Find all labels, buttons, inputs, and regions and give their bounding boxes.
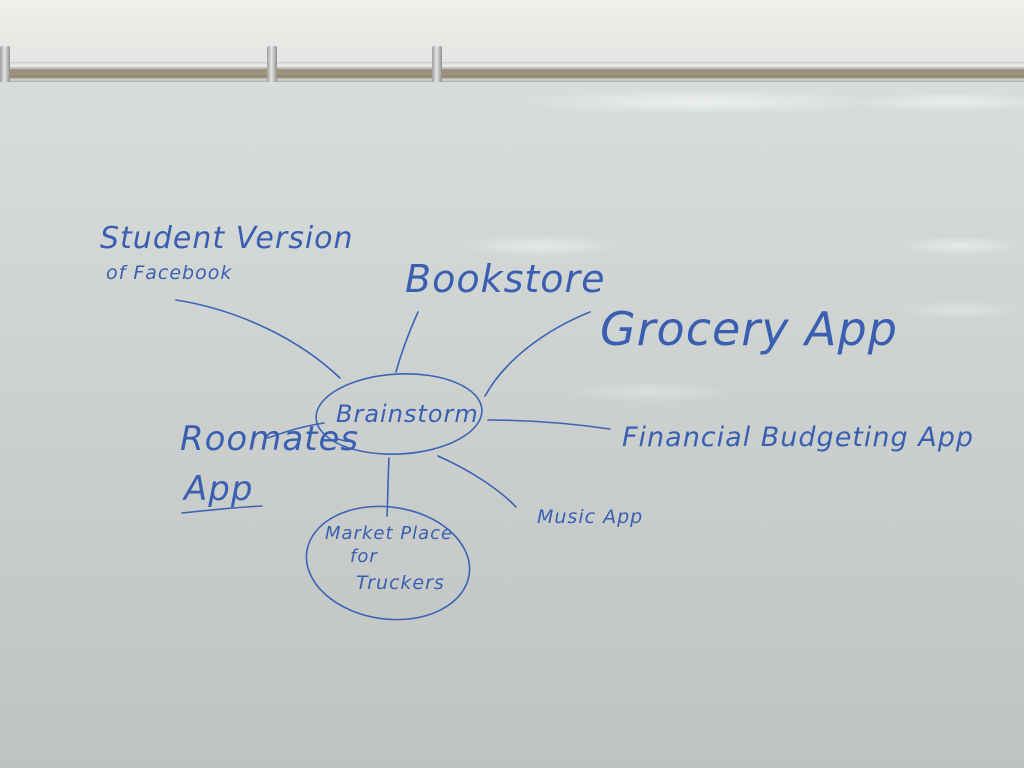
idea-marketplace-line1: Market Place xyxy=(325,523,454,544)
branch-student-version xyxy=(175,299,341,379)
rail-clip xyxy=(432,46,442,86)
rail-clip xyxy=(0,46,10,86)
idea-marketplace-line3: Truckers xyxy=(356,572,445,594)
idea-music-app: Music App xyxy=(537,506,644,528)
marketplace-ellipse xyxy=(305,505,471,621)
idea-student-version-line2: of Facebook xyxy=(106,262,233,284)
branch-roommates xyxy=(267,422,325,439)
branch-music xyxy=(437,455,517,508)
idea-roommates-line2: App xyxy=(184,469,254,509)
whiteboard-tray-rail xyxy=(0,62,1024,82)
idea-grocery-app: Grocery App xyxy=(600,302,898,356)
idea-student-version-line1: Student Version xyxy=(100,221,354,256)
roommates-underline xyxy=(181,505,263,514)
center-topic: Brainstorm xyxy=(336,400,479,428)
idea-bookstore: Bookstore xyxy=(405,257,606,301)
whiteboard xyxy=(0,82,1024,768)
center-ellipse xyxy=(315,373,483,455)
branch-financial xyxy=(487,419,611,430)
branch-grocery xyxy=(484,311,591,397)
rail-clip xyxy=(267,46,277,86)
idea-financial-budgeting-app: Financial Budgeting App xyxy=(622,422,974,453)
branch-marketplace xyxy=(386,457,390,517)
center-tail xyxy=(334,437,353,443)
branch-bookstore xyxy=(395,311,419,373)
wall xyxy=(0,0,1024,62)
idea-marketplace-line2: for xyxy=(350,546,378,567)
idea-roommates-line1: Roomates xyxy=(180,419,360,459)
